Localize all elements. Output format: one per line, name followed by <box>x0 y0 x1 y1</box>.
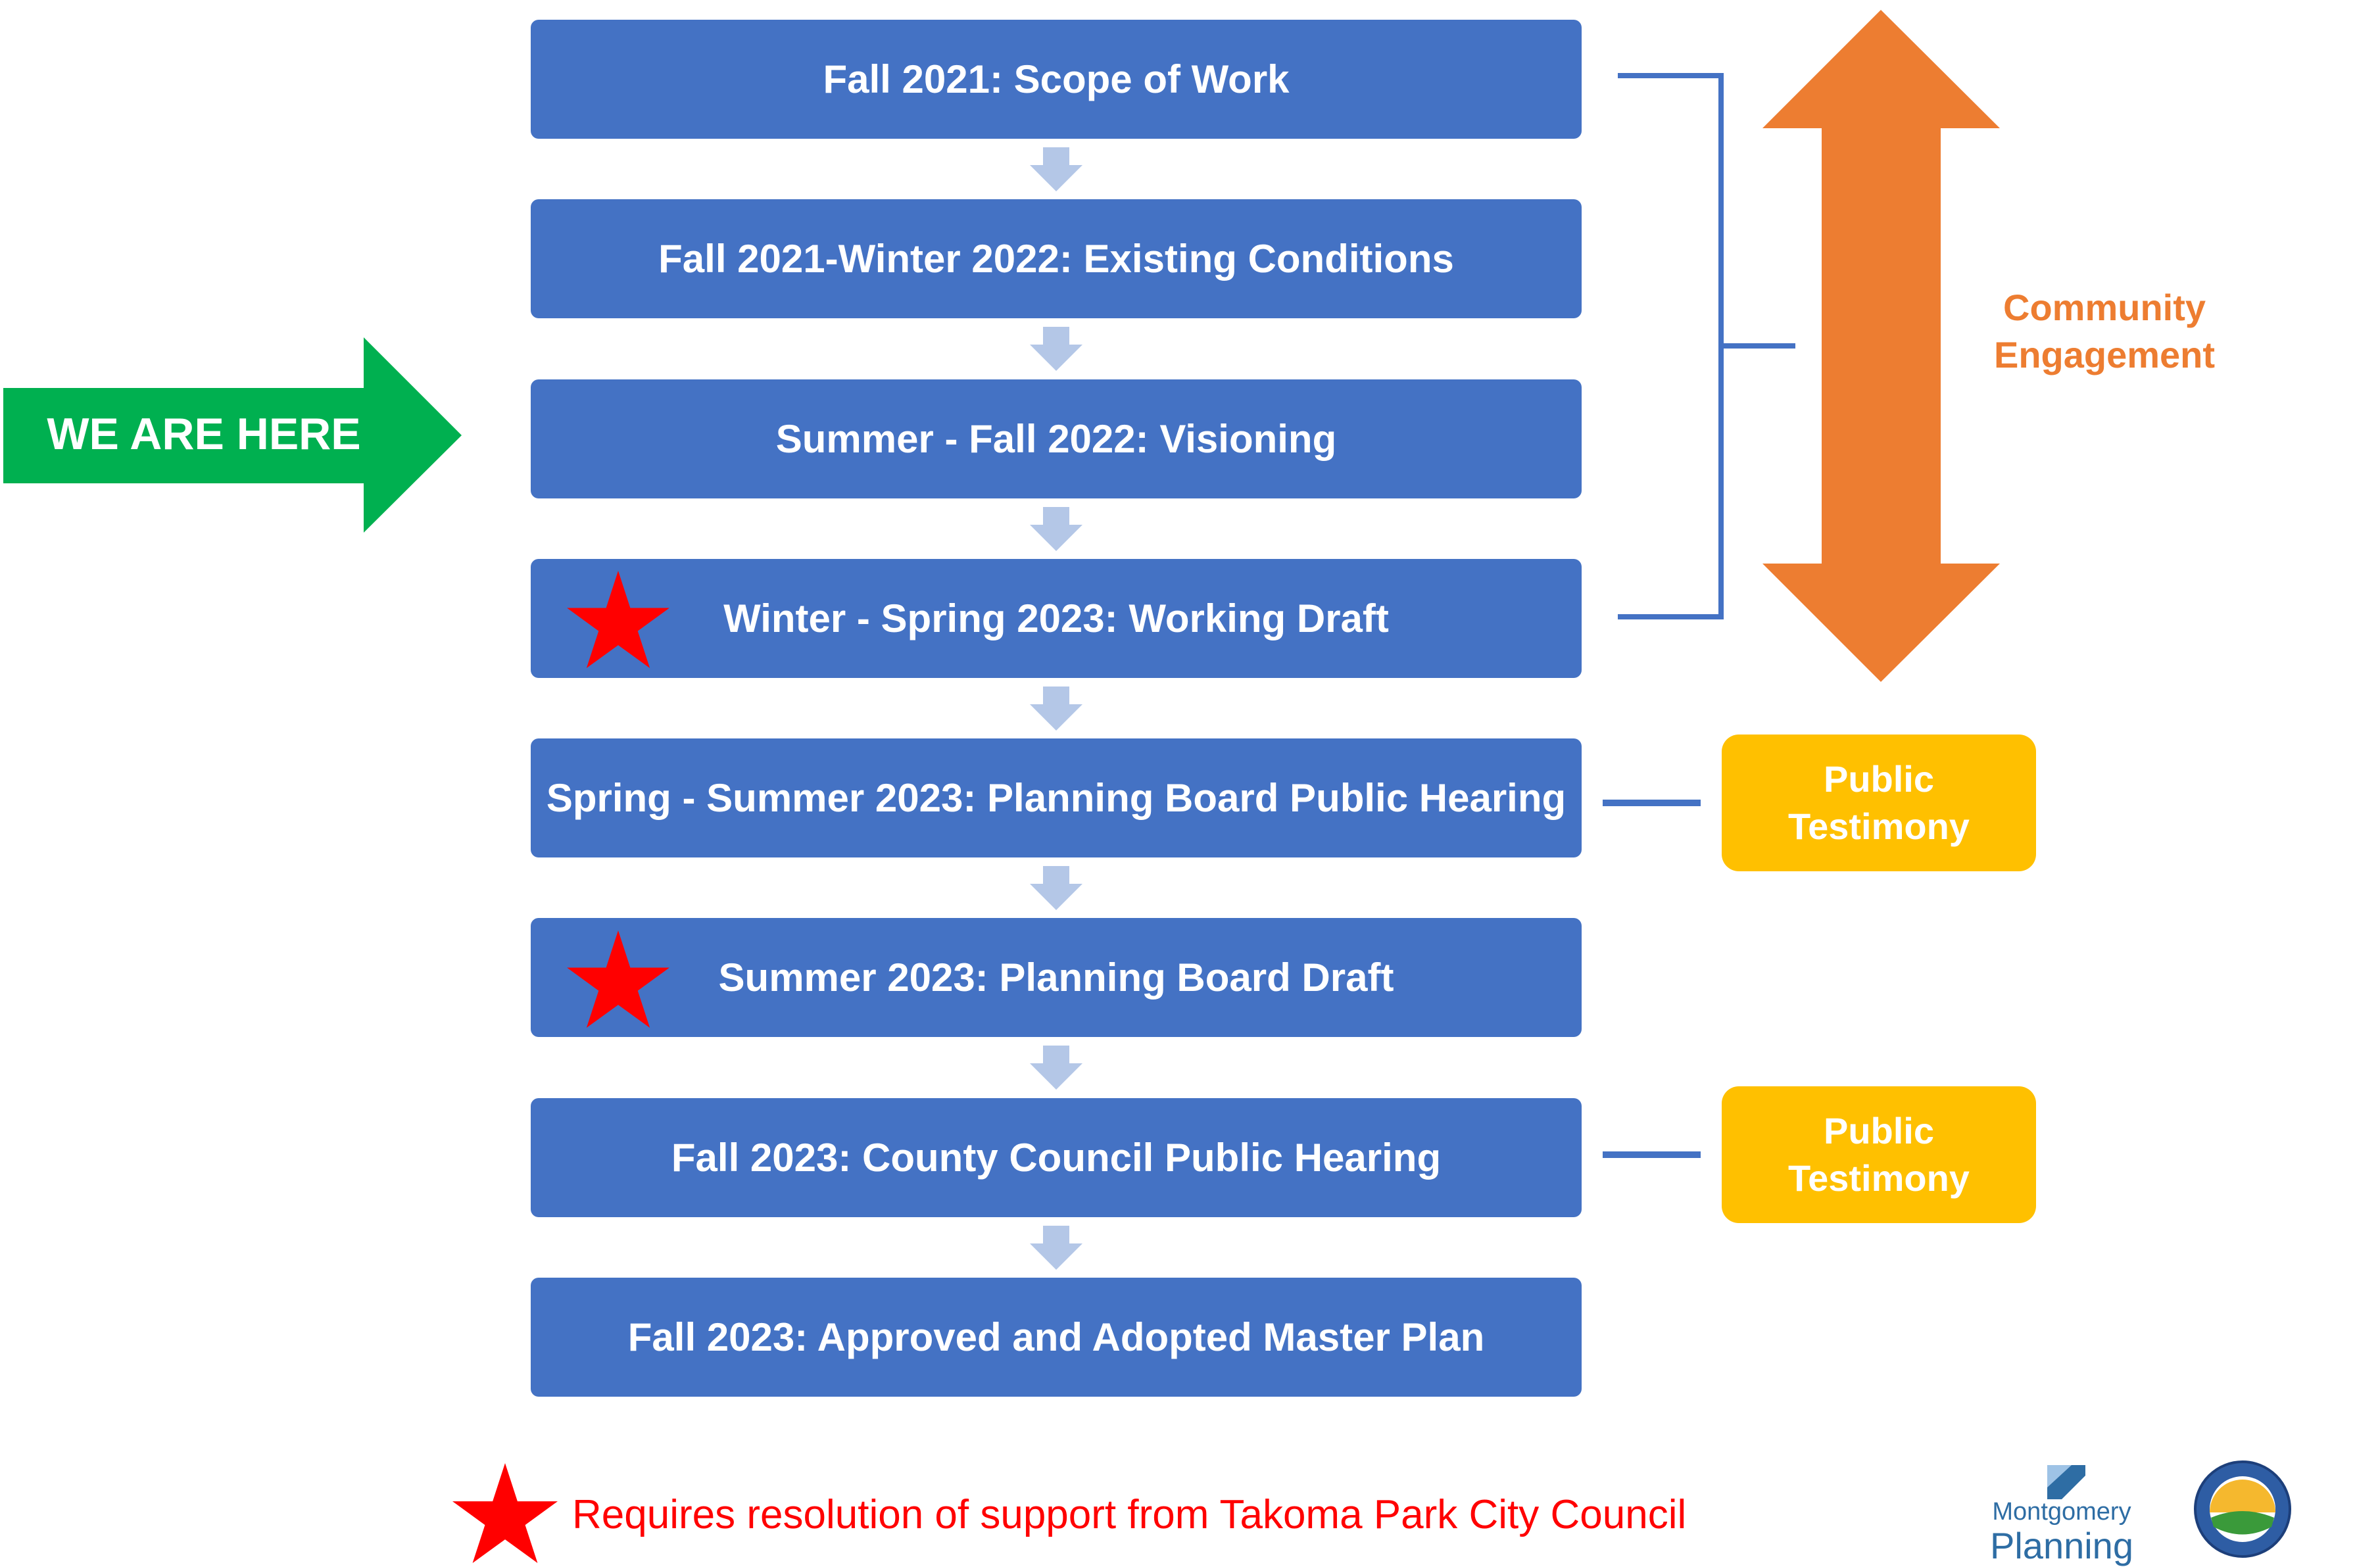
we-are-here-arrow <box>3 337 462 533</box>
star-icon <box>567 930 669 1028</box>
footnote-text: Requires resolution of support from Tako… <box>572 1491 1687 1537</box>
step-scope-of-work: Fall 2021: Scope of Work <box>531 20 1582 139</box>
step-planning-board-draft: Summer 2023: Planning Board Draft <box>531 918 1582 1037</box>
down-arrow-2 <box>1030 327 1082 371</box>
step-label: Fall 2023: County Council Public Hearing <box>671 1136 1442 1180</box>
engagement-double-arrow <box>1762 10 2000 682</box>
step-approved-master-plan: Fall 2023: Approved and Adopted Master P… <box>531 1278 1582 1397</box>
step-existing-conditions: Fall 2021-Winter 2022: Existing Conditio… <box>531 199 1582 318</box>
step-visioning: Summer - Fall 2022: Visioning <box>531 379 1582 498</box>
community-engagement-label: Community Engagement <box>1993 287 2216 375</box>
engagement-bracket <box>1618 73 1795 619</box>
down-arrows <box>1030 147 1082 1270</box>
public-testimony-box: Public Testimony <box>1722 1086 2036 1223</box>
down-arrow-4 <box>1030 687 1082 731</box>
step-label: Winter - Spring 2023: Working Draft <box>723 596 1389 640</box>
step-label: Fall 2021: Scope of Work <box>823 57 1290 101</box>
legend-star-icon <box>452 1463 558 1563</box>
step-working-draft: Winter - Spring 2023: Working Draft <box>531 559 1582 678</box>
public-testimony-box: Public Testimony <box>1722 735 2036 871</box>
step-label: Summer - Fall 2022: Visioning <box>775 417 1337 461</box>
down-arrow-3 <box>1030 507 1082 551</box>
montgomery-planning-logo-mark <box>2047 1465 2085 1499</box>
planning-logo-text: Planning <box>1990 1525 2133 1566</box>
step-label: Fall 2021-Winter 2022: Existing Conditio… <box>658 237 1454 281</box>
step-label: Summer 2023: Planning Board Draft <box>718 955 1394 1000</box>
step-planning-board-hearing: Spring - Summer 2023: Planning Board Pub… <box>531 738 1582 857</box>
public-testimony-label: Public Testimony <box>1788 1110 1970 1199</box>
montgomery-logo-text: Montgomery <box>1992 1498 2131 1526</box>
star-icon <box>567 571 669 668</box>
step-label: Fall 2023: Approved and Adopted Master P… <box>627 1315 1485 1359</box>
down-arrow-5 <box>1030 866 1082 910</box>
down-arrow-6 <box>1030 1046 1082 1090</box>
public-testimony-label: Public Testimony <box>1788 758 1970 847</box>
step-label: Spring - Summer 2023: Planning Board Pub… <box>546 776 1566 820</box>
takoma-park-seal <box>2194 1460 2291 1558</box>
we-are-here-label: WE ARE HERE <box>47 409 361 459</box>
step-county-council-hearing: Fall 2023: County Council Public Hearing <box>531 1098 1582 1217</box>
down-arrow-1 <box>1030 147 1082 191</box>
down-arrow-7 <box>1030 1226 1082 1270</box>
